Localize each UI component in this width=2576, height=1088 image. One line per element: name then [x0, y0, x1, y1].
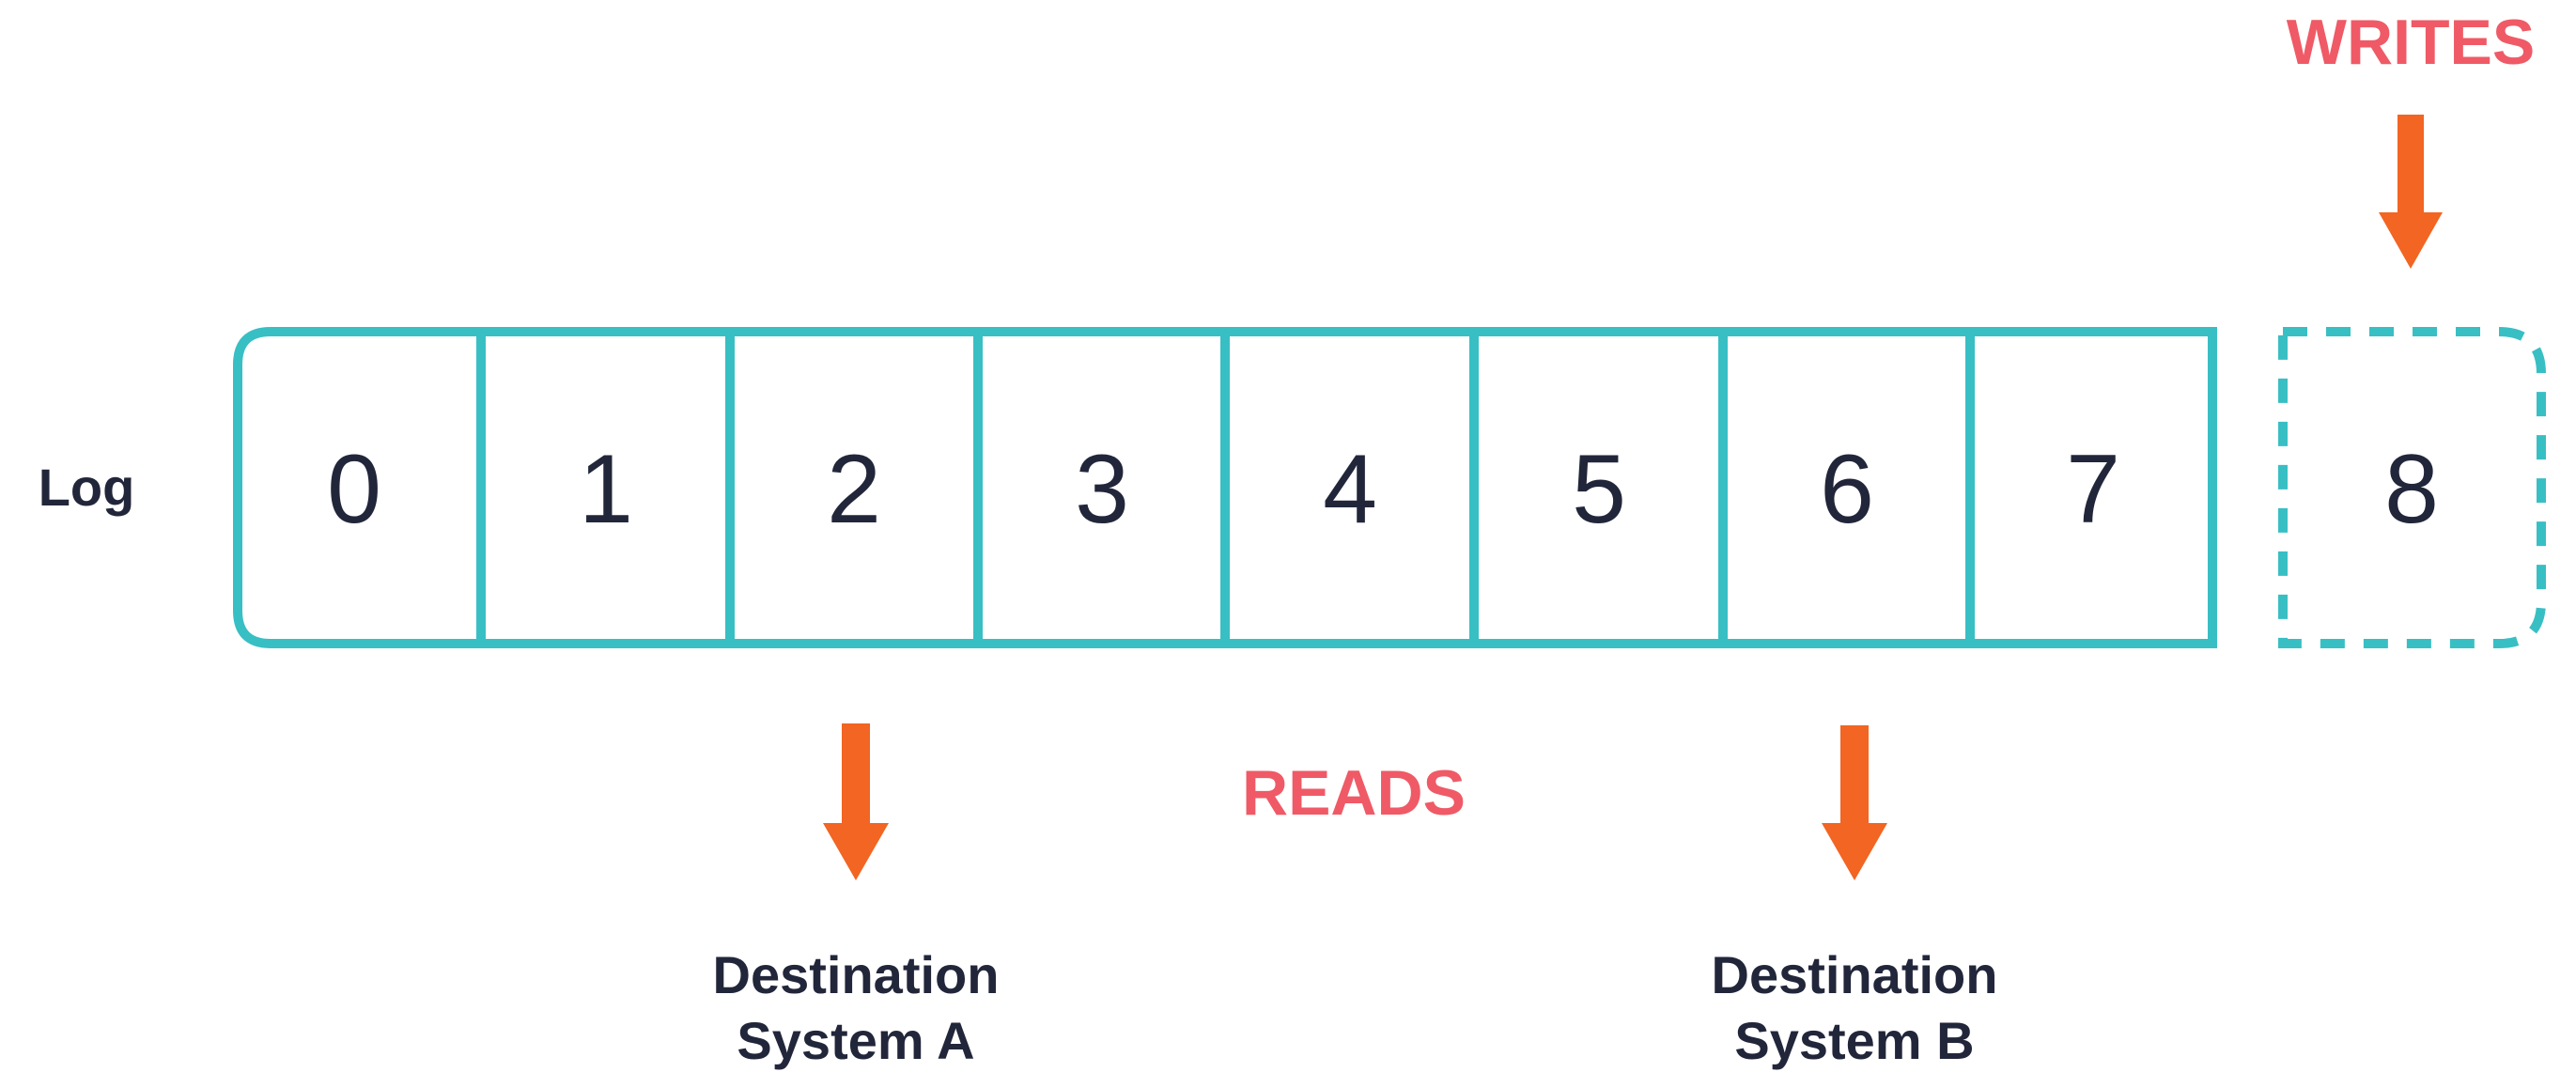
pending-cell-number: 8	[2384, 435, 2439, 544]
log-cell-2: 2	[827, 435, 881, 544]
log-cell-0: 0	[327, 435, 381, 544]
read-arrow-b-icon	[1822, 725, 1887, 880]
log-cell-1: 1	[579, 435, 633, 544]
read-arrow-a-icon	[823, 723, 889, 880]
log-cell-5: 5	[1572, 435, 1626, 544]
destination-a-line2: System A	[737, 1011, 974, 1070]
log-frame	[233, 327, 2217, 648]
log-cell-3: 3	[1075, 435, 1129, 544]
log-cell-7: 7	[2066, 435, 2120, 544]
log-cell-4: 4	[1323, 435, 1377, 544]
writes-arrow-icon	[2379, 115, 2443, 269]
cell-dividers	[476, 332, 1975, 644]
log-cell-6: 6	[1820, 435, 1874, 544]
reads-label: READS	[1242, 757, 1466, 829]
writes-label: WRITES	[2287, 7, 2535, 78]
destination-b-line1: Destination	[1712, 945, 1998, 1004]
log-label: Log	[39, 458, 135, 517]
destination-b-line2: System B	[1734, 1011, 1974, 1070]
pending-cell-frame	[2278, 327, 2546, 648]
destination-a-line1: Destination	[713, 945, 1000, 1004]
